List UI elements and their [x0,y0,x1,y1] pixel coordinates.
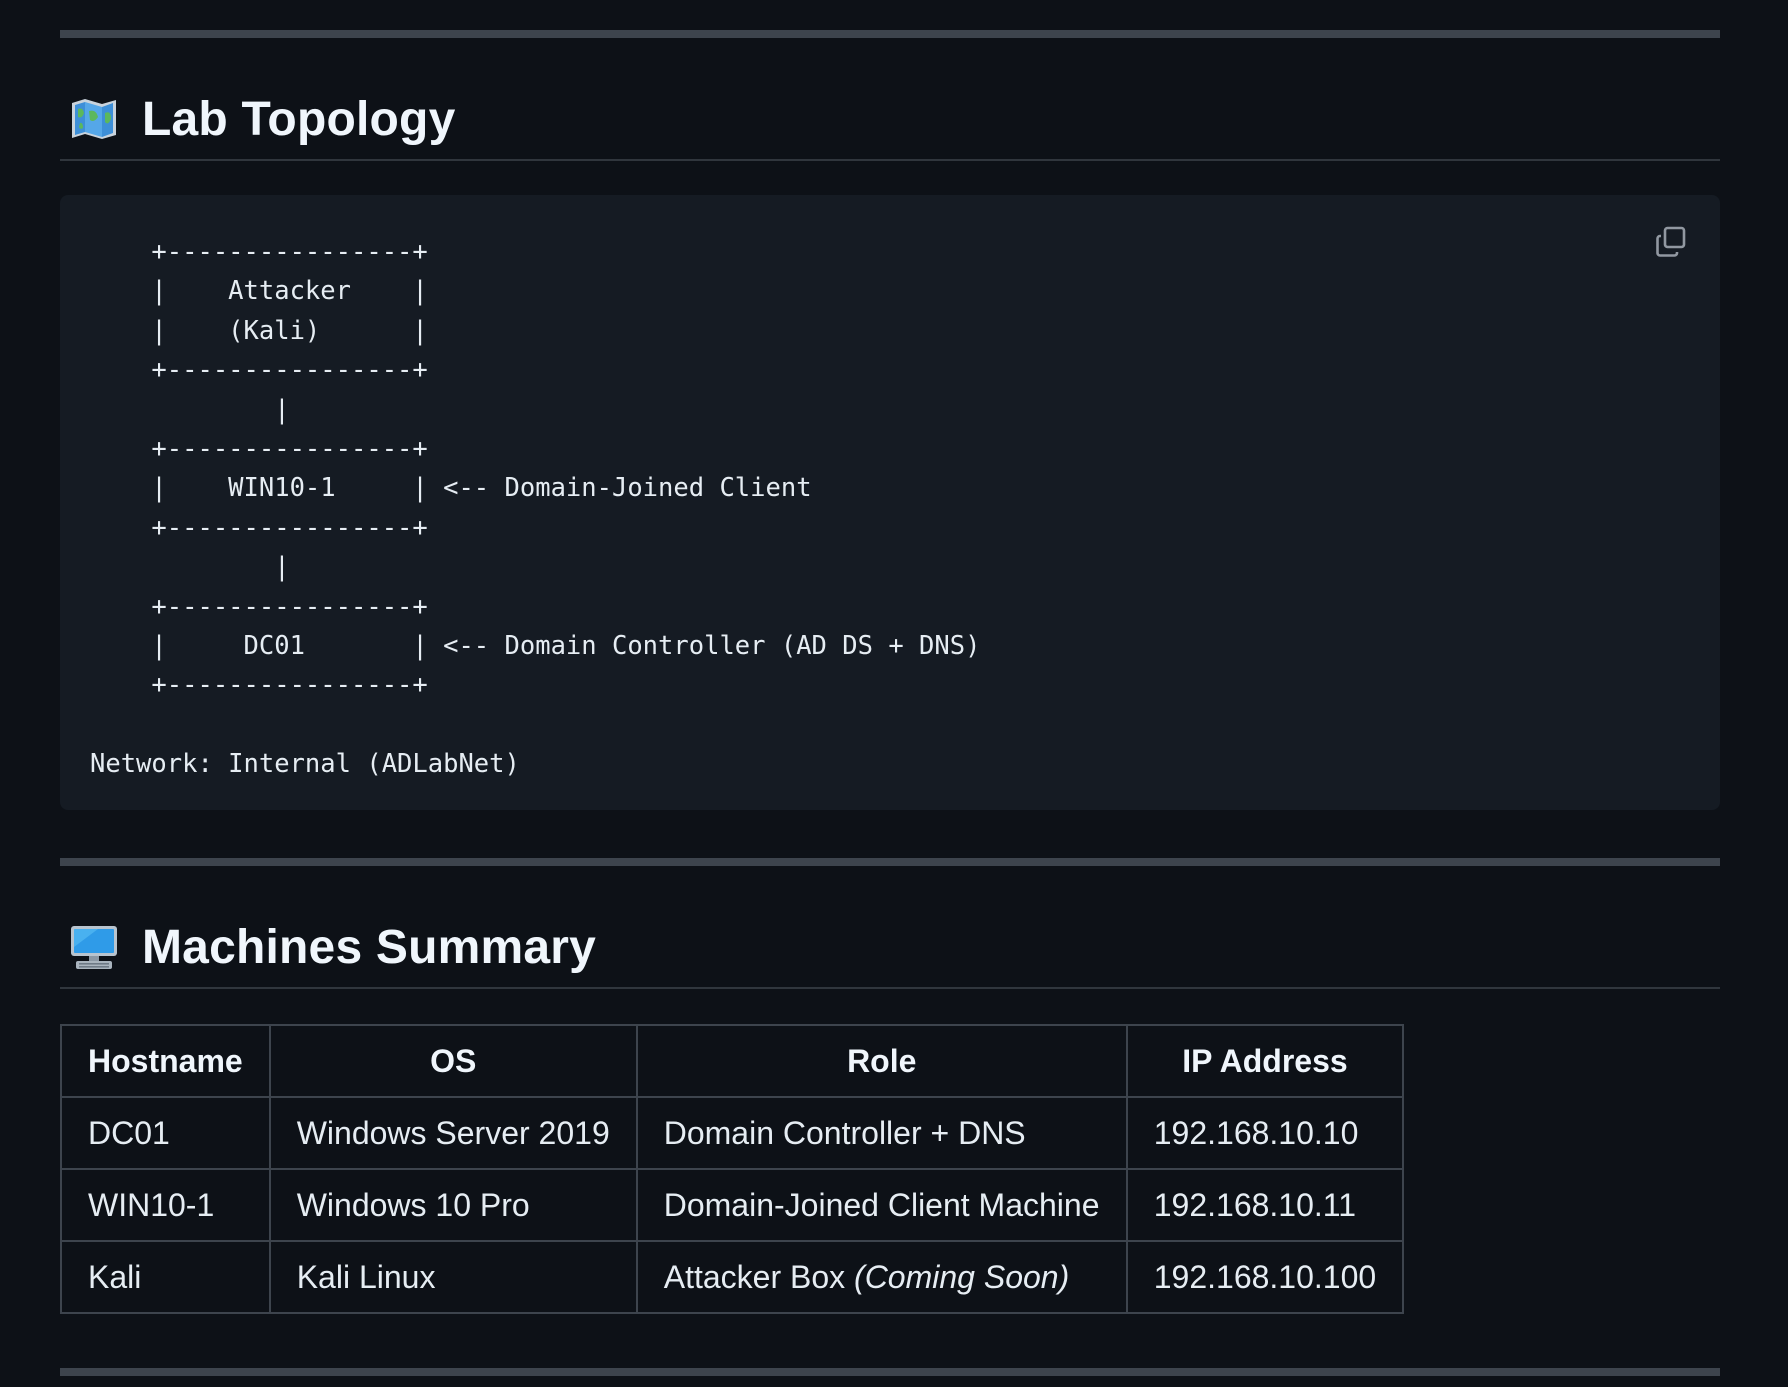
cell-hostname: DC01 [60,1096,271,1170]
cell-os: Kali Linux [268,1240,638,1314]
cell-ip-address: 192.168.10.11 [1125,1168,1405,1242]
machines-table: Hostname OS Role IP Address DC01 Windows… [60,1024,1405,1314]
column-header-ip-address: IP Address [1125,1024,1405,1098]
cell-role: Domain-Joined Client Machine [635,1168,1128,1242]
desktop-computer-icon [71,926,117,969]
table-row: WIN10-1 Windows 10 Pro Domain-Joined Cli… [60,1168,1405,1242]
table-row: DC01 Windows Server 2019 Domain Controll… [60,1096,1405,1170]
section-title: Machines Summary [142,920,597,974]
section-heading-lab-topology: Lab Topology [60,79,1720,161]
code-block-topology: +----------------+ | Attacker | | (Kali)… [60,195,1720,810]
column-header-hostname: Hostname [60,1024,271,1098]
role-text: Domain Controller + DNS [663,1114,1026,1151]
cell-ip-address: 192.168.10.10 [1125,1096,1405,1170]
role-text: Attacker Box [663,1258,855,1295]
horizontal-rule [60,1368,1720,1376]
cell-hostname: Kali [60,1240,271,1314]
horizontal-rule [60,858,1720,866]
table-row: Kali Kali Linux Attacker Box (Coming Soo… [60,1240,1405,1314]
cell-ip-address: 192.168.10.100 [1125,1240,1405,1314]
cell-os: Windows Server 2019 [268,1096,638,1170]
topology-diagram-text: +----------------+ | Attacker | | (Kali)… [90,237,981,780]
copy-button[interactable] [1650,221,1692,263]
horizontal-rule [60,30,1720,38]
copy-icon [1656,226,1686,257]
cell-os: Windows 10 Pro [268,1168,638,1242]
role-note: (Coming Soon) [854,1258,1070,1295]
column-header-os: OS [268,1024,638,1098]
column-header-role: Role [635,1024,1128,1098]
cell-hostname: WIN10-1 [60,1168,271,1242]
cell-role: Domain Controller + DNS [635,1096,1128,1170]
role-text: Domain-Joined Client Machine [663,1186,1100,1223]
section-heading-machines-summary: Machines Summary [60,907,1720,989]
cell-role: Attacker Box (Coming Soon) [635,1240,1128,1314]
section-title: Lab Topology [142,92,456,146]
world-map-icon [72,99,116,139]
table-header-row: Hostname OS Role IP Address [60,1024,1405,1098]
